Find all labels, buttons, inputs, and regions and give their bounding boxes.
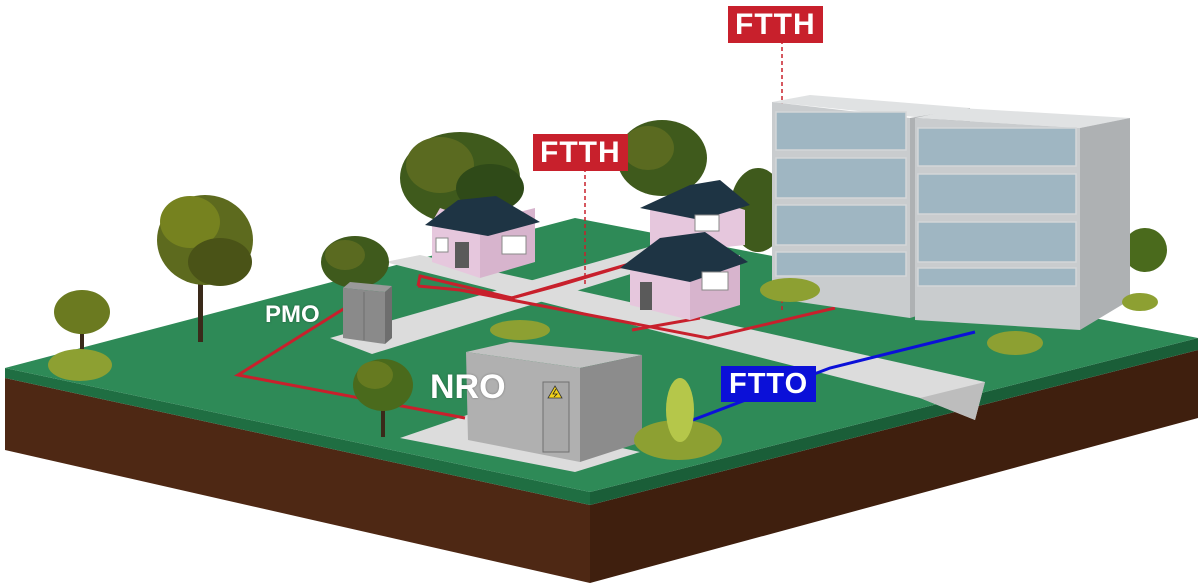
road-main (385, 255, 985, 420)
tree-left (157, 195, 253, 342)
grass-edge-side (590, 338, 1198, 505)
soil-front (5, 378, 590, 583)
tree-back-right (617, 120, 707, 196)
fiber-ftth-lines (233, 256, 836, 420)
fiber-ftto-line (639, 330, 976, 442)
ftth-houses-label: FTTH (533, 134, 628, 171)
ftth-top-label: FTTH (728, 6, 823, 43)
tree-nro (353, 359, 413, 437)
office-building-front (915, 108, 1130, 330)
soil-side (590, 350, 1198, 583)
ftto-label: FTTO (721, 366, 817, 402)
road-ramp (920, 382, 985, 420)
tree-small-left (48, 290, 112, 381)
high-voltage-warning-icon (547, 385, 563, 399)
nro-label: NRO (430, 368, 506, 406)
ftth-line-houses (416, 256, 651, 300)
pmo-cabinet (343, 282, 392, 344)
pmo-label: PMO (265, 301, 320, 328)
ftth-line-main (417, 284, 836, 340)
house-left (425, 196, 540, 278)
tree-mid (321, 236, 389, 288)
grass-edge-front (5, 368, 590, 505)
ftth-line-branch (631, 316, 701, 332)
nro-shelter (466, 342, 642, 462)
house-front (620, 232, 748, 320)
bushes (490, 278, 1158, 460)
